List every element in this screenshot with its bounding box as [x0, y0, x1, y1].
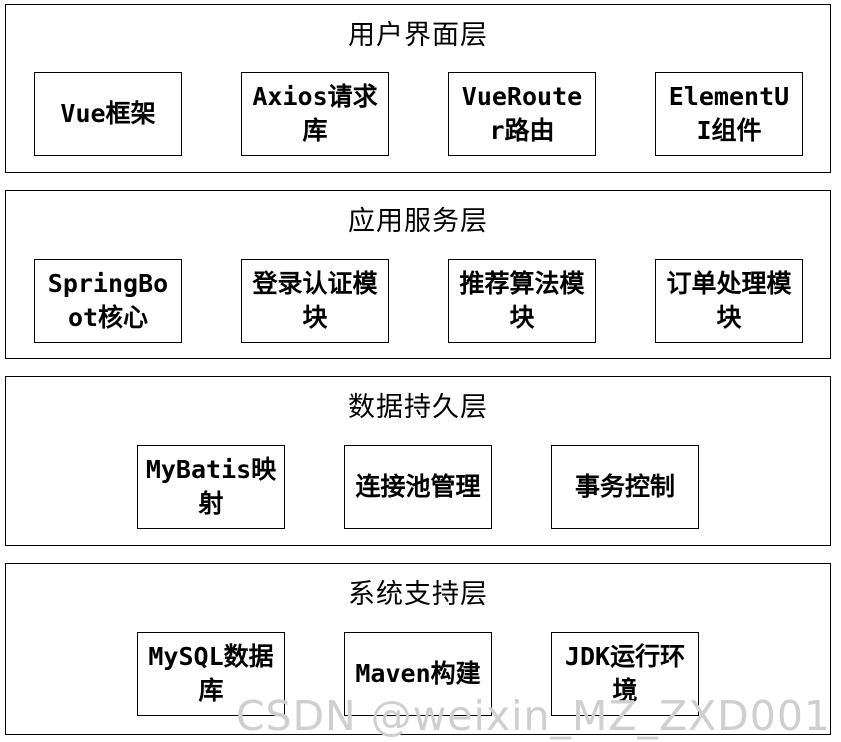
- layer-system-support: 系统支持层 MySQL数据库 Maven构建 JDK运行环境: [5, 563, 831, 735]
- layer-title: 数据持久层: [348, 392, 488, 423]
- component-box: Vue框架: [34, 72, 182, 156]
- component-box: Axios请求库: [241, 72, 389, 156]
- layer-application-service: 应用服务层 SpringBoot核心 登录认证模块 推荐算法模块 订单处理模块: [5, 190, 831, 359]
- layer-title: 系统支持层: [348, 579, 488, 610]
- watermark: CSDN @weixin_MZ_ZXD001: [235, 692, 831, 740]
- component-box: VueRouter路由: [448, 72, 596, 156]
- component-box: 推荐算法模块: [448, 259, 596, 343]
- component-box: MyBatis映射: [137, 445, 285, 529]
- component-box: 订单处理模块: [655, 259, 803, 343]
- component-box: SpringBoot核心: [34, 259, 182, 343]
- component-box: 事务控制: [551, 445, 699, 529]
- layer-title: 应用服务层: [348, 206, 488, 237]
- layer-user-interface: 用户界面层 Vue框架 Axios请求库 VueRouter路由 Element…: [5, 4, 831, 173]
- component-box: MySQL数据库: [137, 632, 285, 716]
- layer-data-persistence: 数据持久层 MyBatis映射 连接池管理 事务控制: [5, 376, 831, 546]
- component-box: Maven构建: [344, 632, 492, 716]
- component-box: 连接池管理: [344, 445, 492, 529]
- component-box: ElementUI组件: [655, 72, 803, 156]
- component-box: JDK运行环境: [551, 632, 699, 716]
- layer-title: 用户界面层: [348, 20, 488, 51]
- component-box: 登录认证模块: [241, 259, 389, 343]
